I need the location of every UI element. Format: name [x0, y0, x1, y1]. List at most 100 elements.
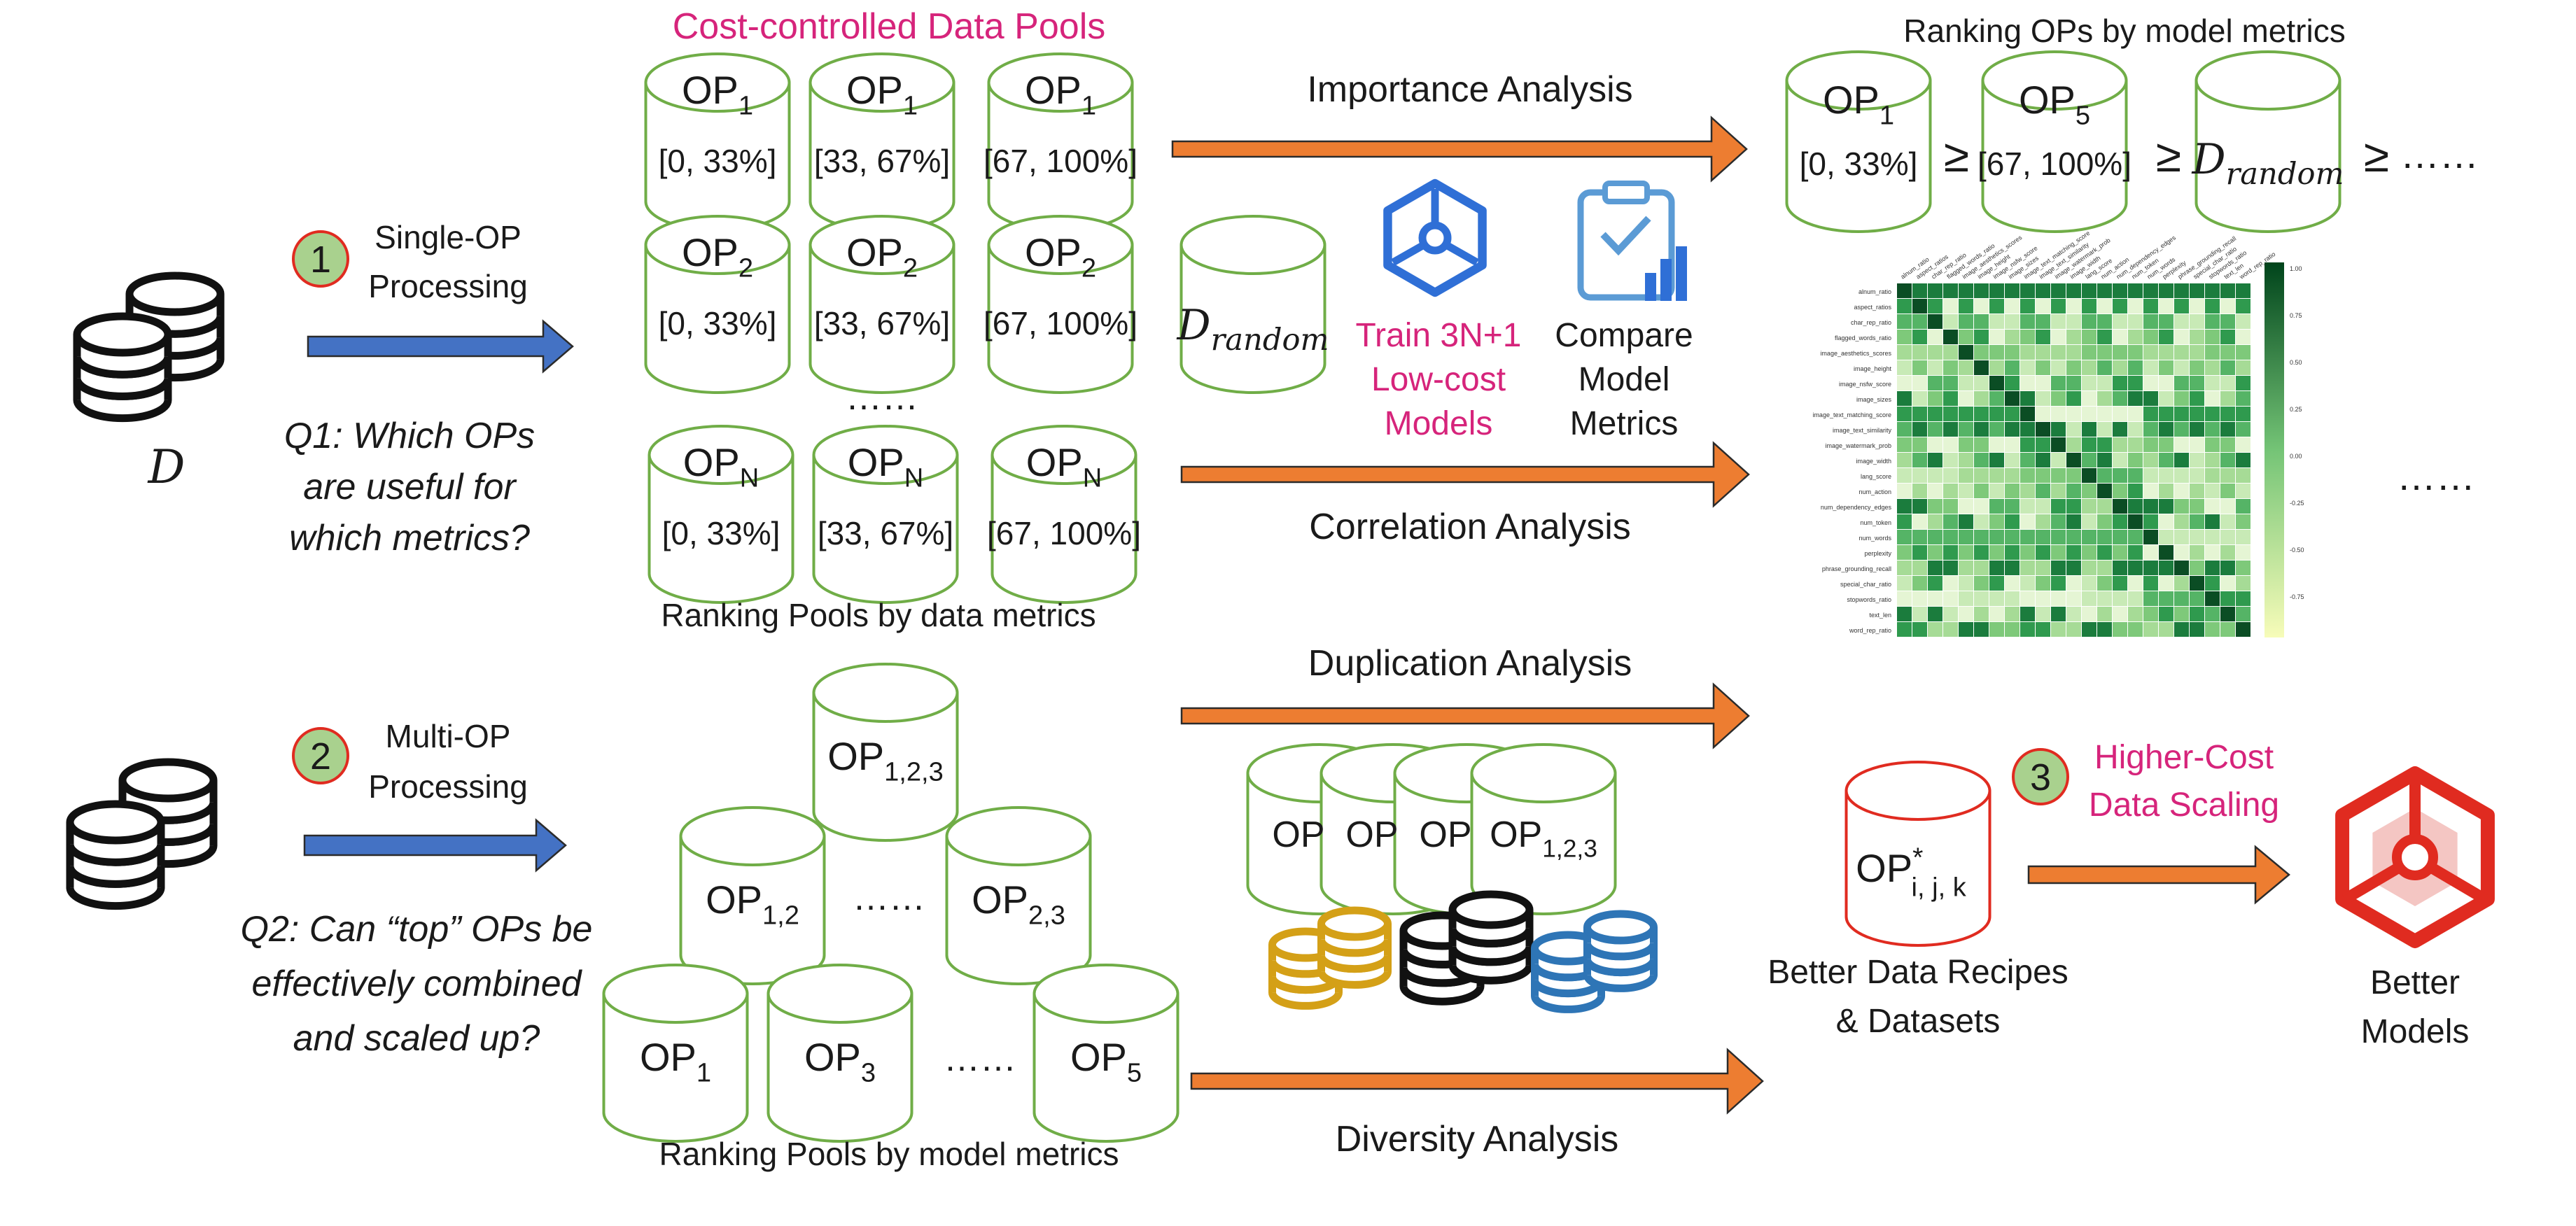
heatmap-cell [2190, 299, 2204, 313]
heatmap-cell [2236, 468, 2250, 483]
bar-icon [1645, 273, 1656, 301]
cylinder-body [812, 455, 959, 604]
heatmap-cell [2082, 607, 2096, 621]
geq-symbol: ≥ [2364, 129, 2389, 181]
heatmap-cell [2066, 468, 2081, 483]
question-2-line: effectively combined [251, 964, 582, 1004]
heatmap-cell [1959, 407, 1973, 421]
coin-top [66, 800, 165, 845]
heatmap-row-label: image_height [1854, 365, 1892, 372]
combined-op-label: OP1 [640, 1035, 711, 1088]
heatmap-cell [2113, 314, 2127, 329]
heatmap-cell [2082, 622, 2096, 637]
importance-arrow [1171, 115, 1748, 183]
heatmap-cell [2190, 360, 2204, 375]
heatmap-cell [2066, 514, 2081, 529]
heatmap-cell [1897, 391, 1912, 406]
heatmap-cell [2205, 345, 2220, 360]
heatmap-cell [2051, 437, 2066, 452]
train-icon-link [1444, 241, 1479, 266]
heatmap-cell [2128, 499, 2143, 514]
heatmap-cell [1943, 376, 1958, 390]
heatmap-cell [2205, 283, 2220, 298]
heatmap-cell [1928, 591, 1942, 606]
ranked-pool-cylinder [1785, 50, 1932, 233]
heatmap-cell [2036, 561, 2050, 575]
heatmap-cell [1897, 314, 1912, 329]
heatmap-cell [2005, 484, 2019, 498]
heatmap-cell [2174, 468, 2189, 483]
heatmap-cell [1912, 561, 1927, 575]
heatmap-cell [2036, 530, 2050, 544]
data-pool-cylinder [987, 215, 1134, 394]
bar-icon [1676, 246, 1687, 301]
heatmap-row-label: phrase_grounding_recall [1822, 565, 1891, 572]
heatmap-cell [1912, 576, 1927, 591]
colorbar-tick: 0.00 [2290, 453, 2302, 460]
heatmap-cell [2097, 545, 2112, 560]
heatmap-cell [1959, 437, 1973, 452]
heatmap-cell [1912, 545, 1927, 560]
heatmap-cell [2174, 283, 2189, 298]
heatmap-cell [2113, 545, 2127, 560]
heatmap-cell [2036, 453, 2050, 467]
heatmap-cell [2143, 453, 2158, 467]
heatmap-cell [2082, 484, 2096, 498]
heatmap-cell [2051, 545, 2066, 560]
heatmap-cell [2143, 437, 2158, 452]
question-1-line: which metrics? [289, 518, 530, 558]
heatmap-cell [2082, 437, 2096, 452]
heatmap-cell [2113, 376, 2127, 390]
heatmap-row-label: image_nsfw_score [1839, 381, 1891, 388]
heatmap-row-label: text_len [1869, 612, 1891, 619]
coin-top [1583, 910, 1658, 945]
heatmap-cell [2190, 391, 2204, 406]
pools-caption: Ranking Pools by data metrics [661, 597, 1096, 633]
heatmap-cell [2220, 576, 2235, 591]
heatmap-cell [2036, 299, 2050, 313]
heatmap-cell [2190, 422, 2204, 437]
combined-op-label: OP1,2,3 [827, 734, 944, 787]
heatmap-cell [1989, 299, 2004, 313]
heatmap-cell [1897, 422, 1912, 437]
heatmap-cell [2113, 499, 2127, 514]
heatmap-cell [1974, 391, 1989, 406]
heatmap-cell [1959, 345, 1973, 360]
pool-range-label: [67, 100%] [987, 515, 1141, 551]
heatmap-cell [2174, 391, 2189, 406]
heatmap-cell [2097, 468, 2112, 483]
heatmap-cell [1928, 283, 1942, 298]
heatmap-cell [1912, 499, 1927, 514]
heatmap-cell [1912, 514, 1927, 529]
cylinder-top [644, 215, 791, 275]
step-1-label: Single-OP [374, 219, 522, 255]
compare-label: Compare [1555, 317, 1693, 354]
heatmap-cell [1974, 499, 1989, 514]
heatmap-cell [1912, 422, 1927, 437]
heatmap-cell [1928, 437, 1942, 452]
heatmap-cell [2143, 391, 2158, 406]
combined-pool-cylinder [602, 964, 749, 1143]
heatmap-cell [2190, 283, 2204, 298]
heatmap-cell [2128, 591, 2143, 606]
heatmap-cell [1928, 391, 1942, 406]
heatmap-cell [2190, 345, 2204, 360]
heatmap-cell [2190, 376, 2204, 390]
heatmap-cell [2113, 591, 2127, 606]
heatmap-cell [1974, 484, 1989, 498]
heatmap-cell [2082, 530, 2096, 544]
heatmap-cell [2097, 422, 2112, 437]
combined-pool-cylinder [766, 964, 913, 1143]
heatmap-cell [1974, 453, 1989, 467]
heatmap-cell [2190, 530, 2204, 544]
heatmap-cell [1959, 299, 1973, 313]
data-pool-cylinder [644, 215, 791, 394]
heatmap-cell [1897, 376, 1912, 390]
heatmap-cell [2174, 453, 2189, 467]
heatmap-cell [1897, 622, 1912, 637]
heatmap-cell [2051, 345, 2066, 360]
correlation-label: Correlation Analysis [1309, 507, 1631, 547]
heatmap-cell [1897, 530, 1912, 544]
heatmap-cell [2113, 514, 2127, 529]
heatmap-cell [1897, 591, 1912, 606]
